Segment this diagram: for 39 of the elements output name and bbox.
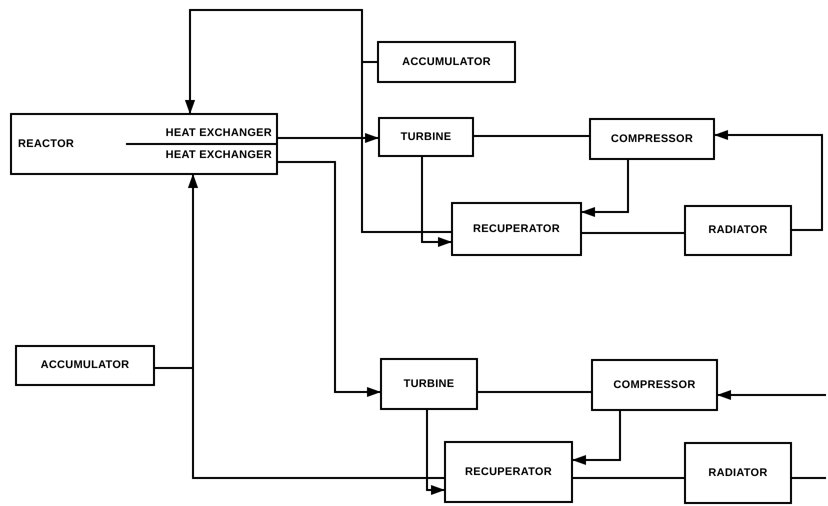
- connector-line: [582, 232, 684, 234]
- arrow: [714, 130, 823, 231]
- process-box: [451, 202, 582, 256]
- arrow: [572, 411, 621, 465]
- box-label: RECUPERATOR: [465, 464, 552, 480]
- process-box: [377, 41, 516, 83]
- connector-line: [792, 477, 826, 479]
- process-box: [380, 358, 478, 410]
- box-label: HEAT EXCHANGER: [164, 126, 273, 140]
- arrow: [278, 161, 381, 397]
- process-box: [591, 359, 718, 411]
- box-label: TURBINE: [404, 376, 454, 392]
- arrow: [421, 157, 452, 247]
- arrow: [155, 174, 198, 369]
- box-label: TURBINE: [400, 130, 452, 145]
- arrow: [278, 133, 379, 143]
- box-label: RADIATOR: [708, 466, 768, 481]
- arrow: [717, 390, 826, 400]
- process-box: [684, 442, 792, 504]
- process-box: [684, 205, 792, 256]
- box-label: RECUPERATOR: [473, 222, 560, 237]
- process-box: [378, 117, 474, 157]
- connector-line: [478, 391, 591, 393]
- connector-line: [573, 477, 684, 479]
- box-label: COMPRESSOR: [610, 132, 694, 147]
- box-label: ACCUMULATOR: [402, 54, 491, 70]
- box-label: HEAT EXCHANGER: [126, 143, 276, 166]
- box-label: COMPRESSOR: [613, 378, 696, 393]
- process-box: [589, 118, 715, 160]
- box-label: ACCUMULATOR: [40, 358, 130, 374]
- process-box: [15, 345, 155, 386]
- arrow: [185, 9, 377, 114]
- box-label: REACTOR: [18, 136, 74, 152]
- arrow: [426, 410, 445, 495]
- process-box: [444, 441, 573, 503]
- box-label: RADIATOR: [708, 223, 768, 238]
- arrow: [581, 160, 629, 217]
- reactor-box: [10, 113, 278, 175]
- connector-line: [474, 135, 589, 137]
